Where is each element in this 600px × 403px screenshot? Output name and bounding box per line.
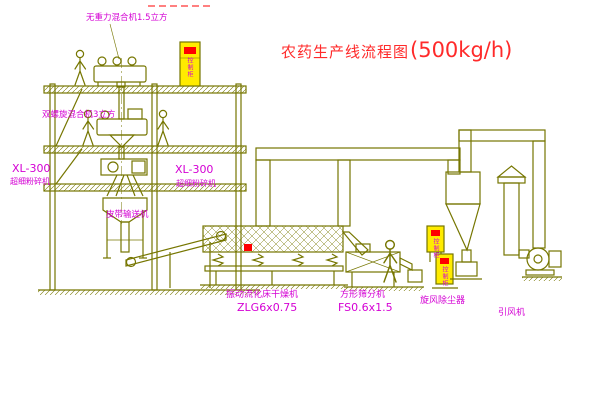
- exhaust-stack: [496, 165, 530, 259]
- label-mill-left-model: XL-300: [12, 162, 50, 175]
- gravity-free-mixer: [93, 23, 147, 120]
- person-figure: [74, 49, 87, 86]
- label-mill-center-model: XL-300: [175, 163, 213, 176]
- title-text: 农药生产线流程图: [281, 43, 410, 61]
- control-cabinet-top: [179, 41, 201, 87]
- label-dryer-name: 振动流化床干燥机: [226, 288, 298, 300]
- draft-fan: [522, 247, 562, 281]
- cabinet-top-label: 控制柜: [186, 57, 193, 78]
- vibration-motor: [244, 244, 252, 251]
- building-frame: [38, 83, 260, 295]
- cyclone-separator: [445, 129, 482, 280]
- label-belt-conveyor: 皮带输送机: [106, 209, 149, 220]
- label-sifter-name: 方形筛分机: [340, 288, 385, 300]
- person-figure: [383, 239, 398, 283]
- label-mixer-top: 无重力混合机1.5立方: [86, 12, 168, 23]
- label-mill-left-name: 超细粉碎机: [10, 176, 50, 186]
- leader-line: [109, 23, 120, 60]
- label-sifter-model: FS0.6x1.5: [338, 301, 393, 314]
- cabinet-indicator: [431, 230, 440, 236]
- title-capacity: (500kg/h): [410, 38, 513, 62]
- double-screw-mixer: [96, 108, 148, 160]
- label-dryer-model: ZLG6x0.75: [237, 301, 297, 314]
- label-fan-name: 引风机: [498, 306, 525, 318]
- square-sifter: [344, 243, 424, 291]
- person-figure: [157, 109, 170, 146]
- cabinet-a-label: 控制柜: [432, 238, 439, 259]
- page-title: 农药生产线流程图 (500kg/h): [281, 38, 512, 62]
- label-mixer-mid: 双螺旋混合机3立方: [42, 109, 115, 120]
- label-mill-center-name: 超细粉碎机: [176, 178, 216, 188]
- upper-duct: [458, 129, 546, 249]
- cabinet-b-label: 控制柜: [441, 266, 448, 287]
- cabinet-indicator: [440, 258, 449, 264]
- feeder-hopper: [102, 197, 148, 259]
- control-cabinet-b: [432, 253, 458, 289]
- ground-hatch: [38, 290, 260, 295]
- cabinet-indicator: [184, 47, 196, 54]
- pulverizer: [100, 158, 148, 197]
- exhaust-duct: [255, 147, 461, 227]
- fluid-bed-dryer: [200, 225, 369, 289]
- label-cyclone-name: 旋风除尘器: [420, 294, 465, 306]
